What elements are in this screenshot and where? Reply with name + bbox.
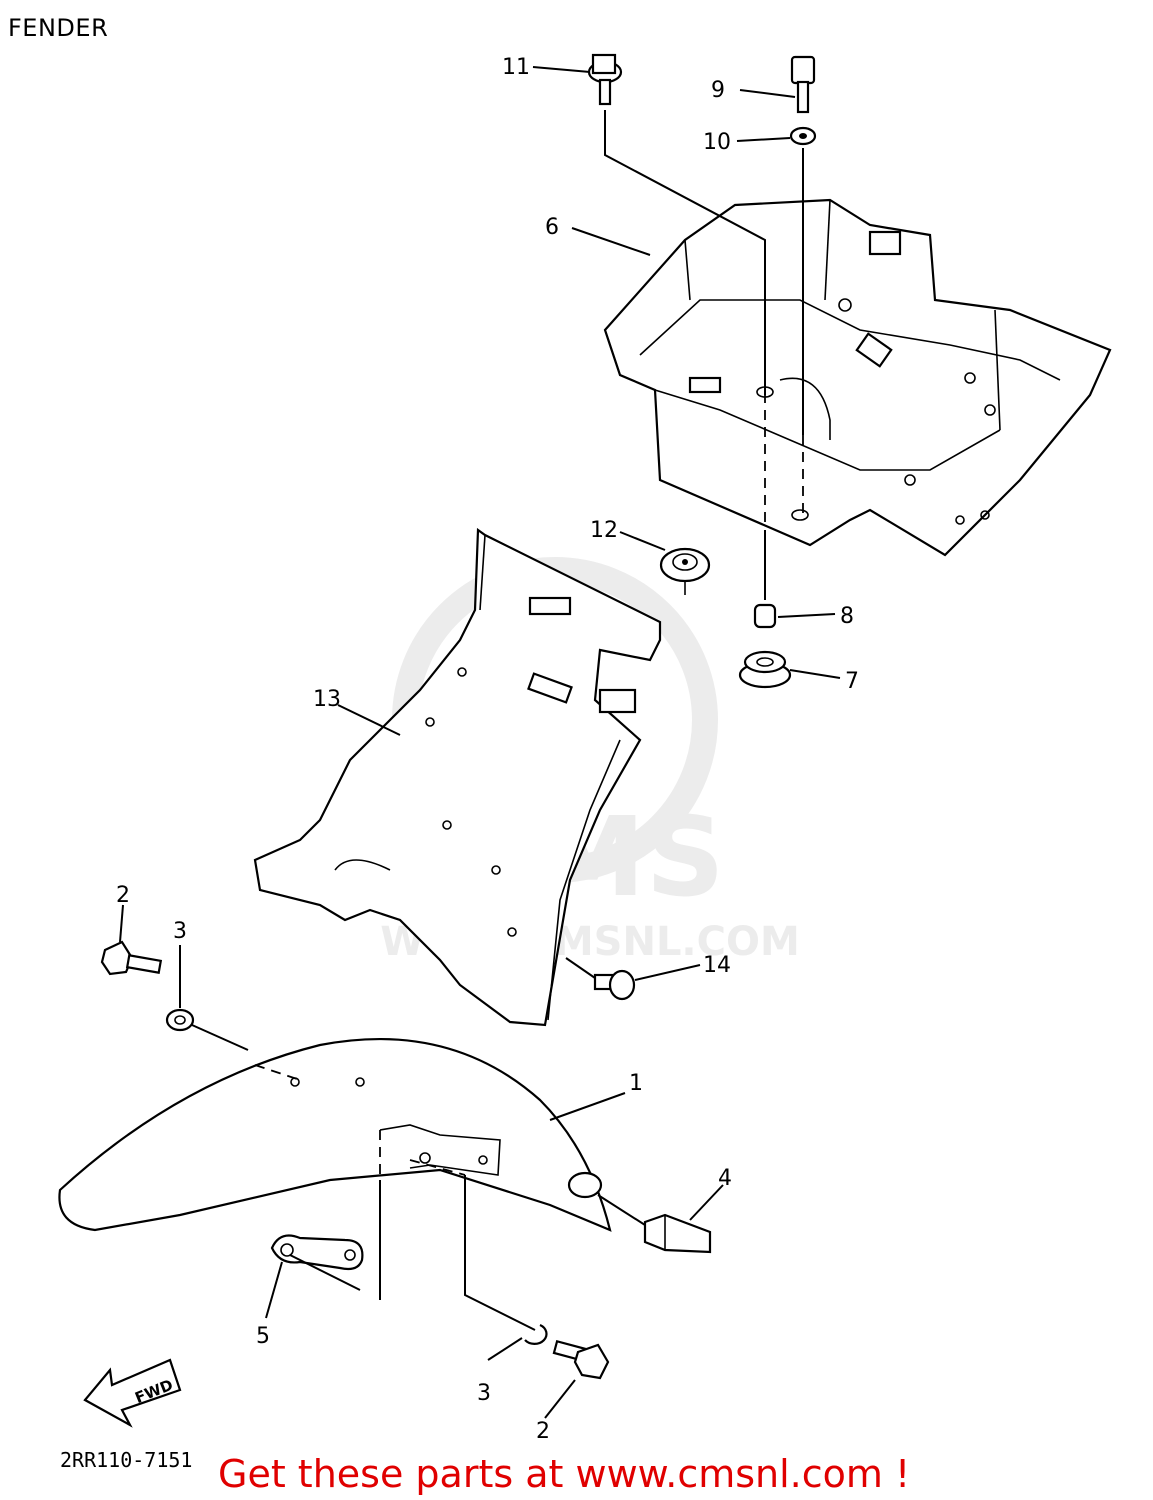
callout-4: 4: [718, 1166, 732, 1191]
inner-fender-13: [253, 527, 662, 1027]
bolt-2-left: [100, 940, 163, 976]
callout-10: 10: [703, 130, 731, 155]
fwd-arrow: FWD: [83, 1358, 182, 1428]
diagram-code: 2RR110-7151: [60, 1448, 192, 1472]
reflector-4: [643, 1213, 712, 1254]
callout-8: 8: [840, 604, 854, 629]
screw-14: [593, 969, 636, 1001]
callout-3-bottom: 3: [477, 1381, 491, 1406]
callout-12: 12: [590, 518, 618, 543]
front-fender-1: [58, 1037, 612, 1232]
callouts: 11 9 10 6 12 8 7 13 2 3 14 1 4 5 3 2: [116, 55, 859, 1444]
bolt-2-bottom: [552, 1339, 610, 1380]
callout-11: 11: [502, 55, 530, 80]
callout-1: 1: [629, 1071, 643, 1096]
callout-9: 9: [711, 78, 725, 103]
callout-7: 7: [845, 669, 859, 694]
battery-box: [603, 198, 1112, 557]
washer-3-left: [165, 1008, 195, 1032]
callout-14: 14: [703, 953, 731, 978]
stay-5: [270, 1234, 364, 1271]
callout-6: 6: [545, 215, 559, 240]
footer-link[interactable]: Get these parts at www.cmsnl.com !: [218, 1452, 911, 1496]
washer-3-bottom: [524, 1323, 548, 1345]
callout-2-bottom: 2: [536, 1419, 550, 1444]
callout-3-left: 3: [173, 919, 187, 944]
grommet-7: [738, 650, 792, 689]
leader-lines: [119, 66, 841, 1419]
damper-12: [659, 547, 711, 595]
callout-2-left: 2: [116, 883, 130, 908]
page-title: FENDER: [8, 14, 109, 42]
callout-13: 13: [313, 687, 341, 712]
bolt-11: [587, 53, 623, 106]
collar-8: [753, 603, 777, 629]
callout-5: 5: [256, 1324, 270, 1349]
bolt-9: [790, 55, 816, 114]
